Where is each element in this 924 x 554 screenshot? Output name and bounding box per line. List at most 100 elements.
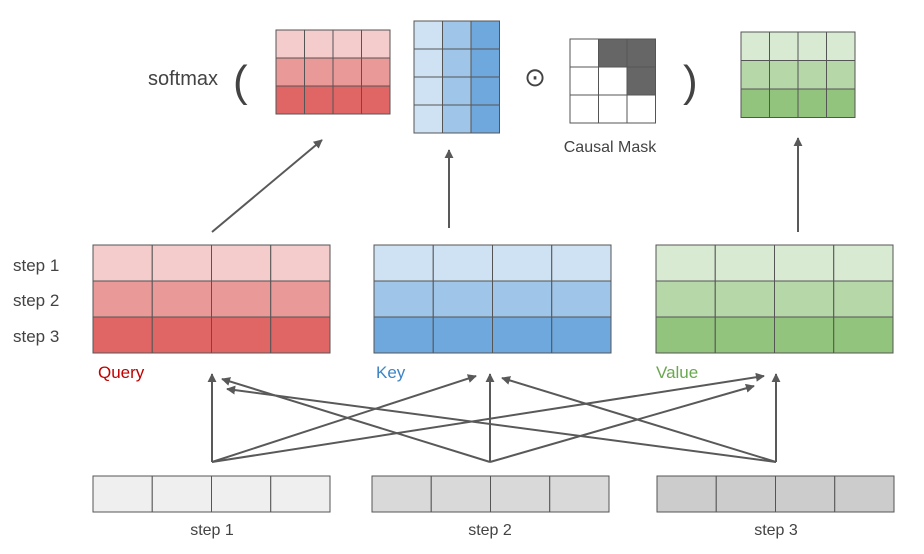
value-small-cell-r3-c3 <box>797 88 827 118</box>
query-cell-r2-c3 <box>211 280 272 318</box>
input-step-3-cell-r1-c1 <box>656 475 717 513</box>
key-small-cell-r1-c3 <box>470 20 500 50</box>
value-label: Value <box>656 363 698 382</box>
key-cell-r3-c3 <box>492 316 553 354</box>
value-small-cell-r2-c2 <box>769 60 799 90</box>
mask-cell-r3-c2 <box>598 94 628 124</box>
open-paren: ( <box>233 57 248 106</box>
value-small-cell-r2-c3 <box>797 60 827 90</box>
value-cell-r1-c2 <box>714 244 775 282</box>
query-cell-r3-c4 <box>270 316 331 354</box>
mask-cell-r1-c1 <box>569 38 599 68</box>
row-label-step-3: step 3 <box>13 327 59 346</box>
value-cell-r3-c3 <box>774 316 835 354</box>
arrow-step1-to-key <box>211 374 477 463</box>
arrow-step3-to-query <box>226 385 777 463</box>
value-small-cell-r1-c3 <box>797 31 827 61</box>
input-step-2-cell-r1-c4 <box>549 475 610 513</box>
query-small-cell-r2-c4 <box>361 57 391 87</box>
input-step-3-vector <box>656 475 895 513</box>
row-label-step-2: step 2 <box>13 291 59 310</box>
key-cell-r1-c3 <box>492 244 553 282</box>
mask-cell-r2-c2 <box>598 66 628 96</box>
causal-mask-label: Causal Mask <box>564 139 657 156</box>
query-small-cell-r1-c1 <box>275 29 305 59</box>
input-step-1-cell-r1-c4 <box>270 475 331 513</box>
key-cell-r2-c2 <box>432 280 493 318</box>
key-matrix <box>373 244 612 354</box>
key-small-cell-r1-c1 <box>413 20 443 50</box>
value-cell-r1-c1 <box>655 244 716 282</box>
arrows <box>207 137 803 463</box>
query-cell-r3-c3 <box>211 316 272 354</box>
row-label-step-1: step 1 <box>13 256 59 275</box>
input-step-2-vector <box>371 475 610 513</box>
value-small-cell-r1-c4 <box>826 31 856 61</box>
value-cell-r2-c4 <box>833 280 894 318</box>
query-cell-r1-c1 <box>92 244 153 282</box>
arrow-step2-to-value <box>489 383 755 463</box>
input-step-1-cell-r1-c3 <box>211 475 272 513</box>
query-cell-r2-c4 <box>270 280 331 318</box>
mask-cell-r3-c1 <box>569 94 599 124</box>
value-cell-r3-c4 <box>833 316 894 354</box>
query-cell-r1-c2 <box>151 244 212 282</box>
value-small-cell-r3-c2 <box>769 88 799 118</box>
key-small-cell-r4-c3 <box>470 104 500 134</box>
key-cell-r2-c3 <box>492 280 553 318</box>
key-label: Key <box>376 363 406 382</box>
key-cell-r1-c2 <box>432 244 493 282</box>
input-step-3-cell-r1-c2 <box>715 475 776 513</box>
key-small-cell-r3-c1 <box>413 76 443 106</box>
mask-cell-r3-c3 <box>626 94 656 124</box>
query-small-cell-r3-c1 <box>275 85 305 115</box>
query-small-cell-r2-c2 <box>304 57 334 87</box>
key-small-cell-r2-c2 <box>442 48 472 78</box>
query-label: Query <box>98 363 145 382</box>
query-cell-r3-c1 <box>92 316 153 354</box>
input-label-step-3: step 3 <box>754 522 798 539</box>
query-cell-r2-c2 <box>151 280 212 318</box>
key-small-cell-r3-c3 <box>470 76 500 106</box>
query-small-cell-r3-c4 <box>361 85 391 115</box>
query-cell-r1-c4 <box>270 244 331 282</box>
query-cell-r3-c2 <box>151 316 212 354</box>
hadamard-symbol: ⊙ <box>524 62 546 92</box>
query-small-cell-r1-c3 <box>332 29 362 59</box>
key-small-cell-r2-c1 <box>413 48 443 78</box>
close-paren: ) <box>683 57 698 106</box>
softmax-label: softmax <box>148 68 218 90</box>
value-cell-r3-c2 <box>714 316 775 354</box>
value-cell-r3-c1 <box>655 316 716 354</box>
arrow-step1-to-value <box>211 372 765 463</box>
arrow-query-up <box>211 139 323 233</box>
key-cell-r3-c2 <box>432 316 493 354</box>
key-small-cell-r4-c2 <box>442 104 472 134</box>
key-small-cell-r3-c2 <box>442 76 472 106</box>
value-small-cell-r2-c1 <box>740 60 770 90</box>
arrow-step2-to-query <box>221 377 491 463</box>
input-step-3-cell-r1-c4 <box>834 475 895 513</box>
query-small-cell-r2-c1 <box>275 57 305 87</box>
mask-cell-r2-c3 <box>626 66 656 96</box>
query-small-cell-r2-c3 <box>332 57 362 87</box>
key-cell-r2-c1 <box>373 280 434 318</box>
query-attention-matrix <box>275 29 391 115</box>
causal-mask-matrix <box>569 38 656 124</box>
value-small-cell-r1-c2 <box>769 31 799 61</box>
value-small-cell-r1-c1 <box>740 31 770 61</box>
input-step-1-vector <box>92 475 331 513</box>
value-small-cell-r2-c4 <box>826 60 856 90</box>
mask-cell-r2-c1 <box>569 66 599 96</box>
value-matrix <box>655 244 894 354</box>
key-cell-r1-c1 <box>373 244 434 282</box>
input-step-2-cell-r1-c3 <box>490 475 551 513</box>
input-step-3-cell-r1-c3 <box>775 475 836 513</box>
input-step-2-cell-r1-c2 <box>430 475 491 513</box>
key-transposed-matrix <box>413 20 500 134</box>
key-cell-r3-c4 <box>551 316 612 354</box>
value-cell-r1-c3 <box>774 244 835 282</box>
key-cell-r2-c4 <box>551 280 612 318</box>
query-cell-r1-c3 <box>211 244 272 282</box>
